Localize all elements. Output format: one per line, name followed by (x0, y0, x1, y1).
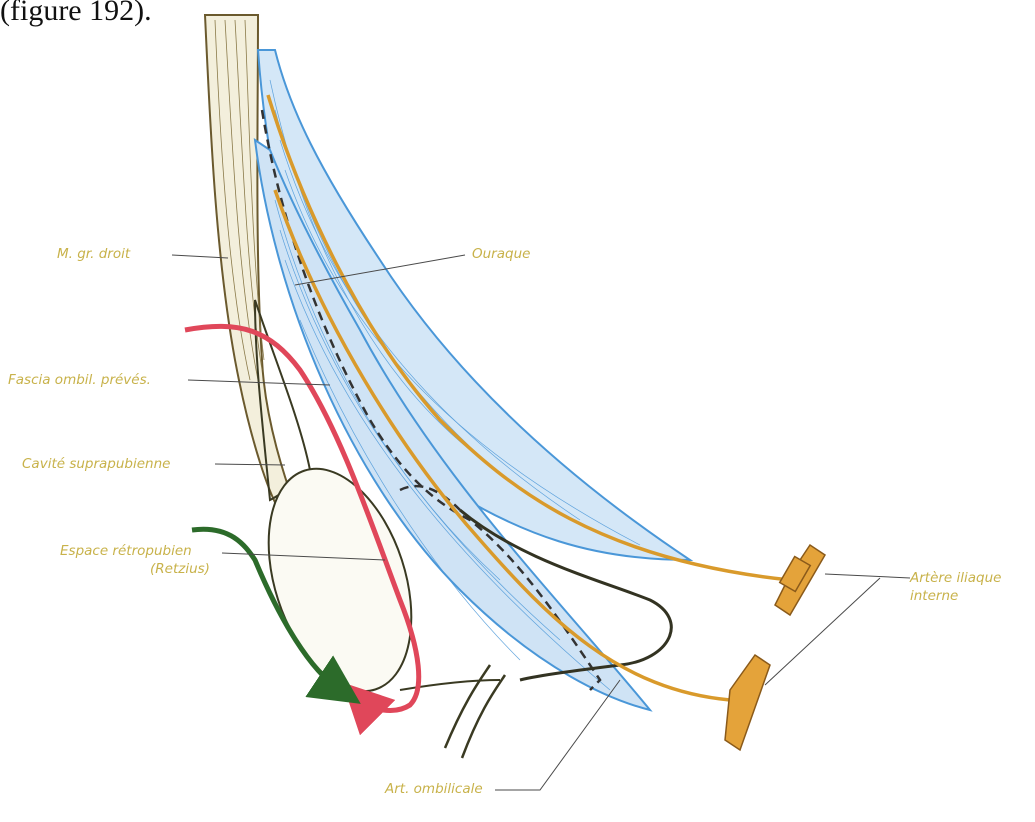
internal-iliac-artery-upper (775, 545, 825, 615)
leader-iliac-upper (825, 574, 910, 578)
label-retzius-1: Espace rétropubien (60, 543, 192, 559)
label-iliac-2: interne (910, 588, 958, 604)
urethra-lines-2 (462, 675, 505, 758)
urethra-lines (445, 665, 490, 748)
ligament-line (400, 680, 500, 690)
label-fascia: Fascia ombil. prévés. (8, 372, 151, 388)
leader-umbilical (495, 680, 620, 790)
label-iliac-1: Artère iliaque (909, 570, 1002, 586)
label-retzius-2: (Retzius) (150, 561, 210, 577)
label-cavity: Cavité suprapubienne (22, 456, 170, 472)
internal-iliac-artery-lower (725, 655, 770, 750)
label-umbilical: Art. ombilicale (384, 781, 483, 797)
figure-caption: (figure 192). (0, 0, 152, 28)
label-rectus: M. gr. droit (57, 246, 131, 262)
label-urachus: Ouraque (472, 246, 530, 262)
